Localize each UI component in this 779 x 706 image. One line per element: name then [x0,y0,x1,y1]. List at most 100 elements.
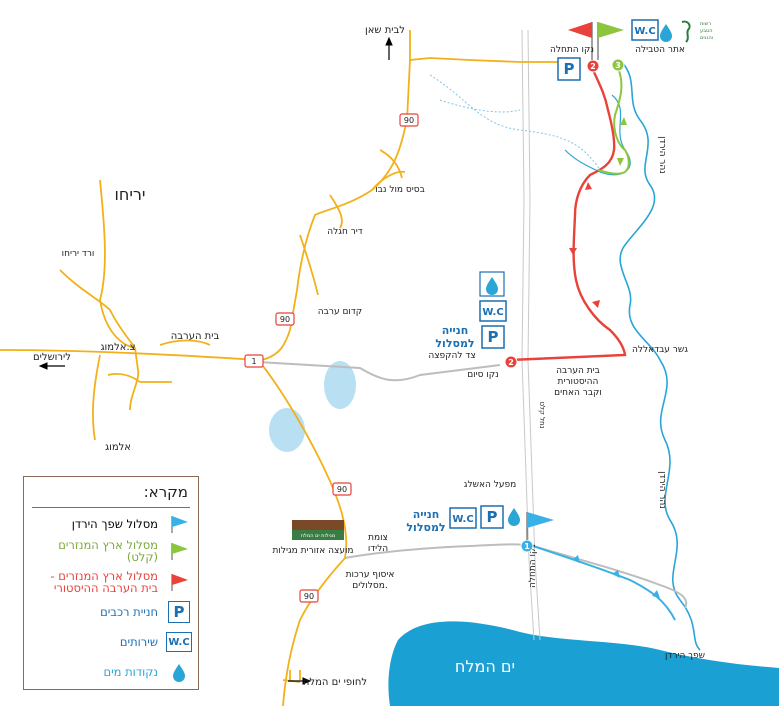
map-legend: מקרא: מסלול שפך הירדן מסלול ארץ המנזרים … [23,476,199,690]
svg-text:P: P [564,60,575,78]
svg-text:והגנים: והגנים [700,35,713,41]
svg-text:למסלול: למסלול [406,521,445,534]
svg-text:איסוף ערכות: איסוף ערכות [346,570,395,580]
svg-text:בית הערבה: בית הערבה [556,366,600,376]
road-1-label: 1 [251,357,256,366]
svg-text:חנייה: חנייה [413,508,440,521]
parks-authority-logo: רשות הטבע והגנים [681,20,713,43]
svg-text:W.C: W.C [634,26,655,37]
stream-dotted-1 [429,74,601,171]
water-drop-icon-bottom [508,508,520,526]
svg-text:P: P [488,328,499,346]
route-arrows [569,117,660,598]
parking-icon-top: P [557,57,581,81]
badge-end-red: 2 [504,355,518,369]
legend-item-red-route: מסלול ארץ המנזרים - בית הערבה ההיסטורי [30,567,192,597]
label-regional-council: מועצה אזורית מגילות [272,546,353,556]
svg-text:רשות: רשות [700,21,711,27]
svg-text:הלידו: הלידו [368,544,388,554]
label-gravel: נחל קלט [538,401,546,428]
direction-arrows [38,36,393,685]
road-shields: 90 90 1 90 90 [244,113,419,603]
road-90-label-d: 90 [304,592,314,601]
legend-label: מסלול ארץ המנזרים (קלט) [58,538,158,564]
label-allenby: גשר עבדאללה [632,345,688,355]
legend-label: מסלול ארץ המנזרים - בית הערבה ההיסטורי [50,569,158,595]
gray-road-2 [344,543,688,609]
parking-icon-mid: P [481,325,505,349]
regional-council-logo: מגילות ים המלח [292,520,344,540]
label-historic-house: בית הערבה ההיסטורית וקבר האחים [554,366,602,398]
svg-text:הטבע: הטבע [700,28,713,34]
svg-text:3: 3 [615,61,621,70]
road-90-label-c: 90 [337,485,347,494]
label-trail-parking-mid: חנייה למסלול [435,324,474,350]
legend-divider [32,507,190,508]
label-dir-hagla: דיר חגלה [327,227,363,237]
water-drop-icon-top [660,24,672,42]
label-jericho: יריחו [115,185,146,204]
flag-blue-icon [166,513,192,535]
stream-dotted-2 [439,99,521,113]
legend-item-blue-route: מסלול שפך הירדן [30,513,192,535]
legend-label: מסלול שפך הירדן [71,517,158,531]
route-red [509,69,627,362]
label-moul-nevo: בסיס מול נבו [375,185,425,195]
flag-green-icon [597,22,624,60]
pond-1 [324,361,356,409]
label-jordan-shore: שפך הירדן [665,651,705,661]
label-hlido-junction: צומת הלידו [368,533,388,554]
svg-text:1: 1 [524,542,530,551]
route-green [597,67,630,175]
dead-sea-water [388,621,779,706]
svg-text:למסלול: למסלול [435,337,474,350]
svg-text:W.C: W.C [452,514,473,525]
svg-text:2: 2 [590,62,596,71]
label-start-bottom: נקו התחלה [528,544,538,588]
wc-icon-bottom: W.C [449,507,477,529]
gray-road-1 [257,361,501,382]
legend-item-wc: שירותים W.C [30,631,192,653]
label-jump-lane: צד להקפצה [428,351,475,361]
svg-text:2: 2 [508,358,514,367]
pond-2 [269,408,305,452]
label-jordan-river-south: נהר הירדן [657,471,667,509]
flag-red-icon [568,22,593,60]
label-beit-haarava: בית הערבה [171,331,220,342]
label-eshel-factory: מפעל האשלג [464,480,516,490]
wc-icon: W.C [166,631,192,653]
legend-label: חניית רכבים [100,605,158,619]
flag-green-icon [166,540,192,562]
jordan-river [619,59,701,651]
label-trail-parking-bottom: חנייה למסלול [406,508,445,534]
parking-icon-bottom: P [480,505,504,529]
label-jordan-river-north: נהר הירדן [657,136,667,174]
svg-text:וקבר האחים: וקבר האחים [554,388,602,398]
parking-icon: P [166,601,192,623]
road-90-label-a: 90 [404,116,414,125]
svg-text:ההיסטורית: ההיסטורית [558,377,599,387]
svg-text:צומת: צומת [368,533,388,543]
label-start-top: נקו התחלה [550,45,594,55]
badge-start-blue: 1 [520,539,534,553]
water-drop-icon-mid [479,271,505,297]
label-beit-shean: לבית שאן [365,25,405,36]
flag-blue-icon [526,512,554,540]
label-almog-junction: צ.אלמוג [100,342,135,353]
svg-text:מגילות ים המלח: מגילות ים המלח [301,533,335,539]
legend-item-green-route: מסלול ארץ המנזרים (קלט) [30,538,192,564]
legend-title: מקרא: [143,483,188,501]
label-baptism-site: אתר הטבילה [635,45,685,55]
svg-text:מסלולים.: מסלולים. [352,581,388,591]
water-drop-icon [166,661,192,683]
flag-red-icon [166,571,192,593]
legend-item-water: נקודות מים [30,661,192,683]
legend-label: שירותים [119,635,158,649]
svg-text:חנייה: חנייה [442,324,469,337]
badge-start-green: 3 [611,58,625,72]
label-jerusalem: לירושלים [33,352,71,363]
roads [0,30,580,706]
label-dead-sea-beaches: לחופי ים המלח [303,677,367,688]
svg-text:P: P [487,508,498,526]
